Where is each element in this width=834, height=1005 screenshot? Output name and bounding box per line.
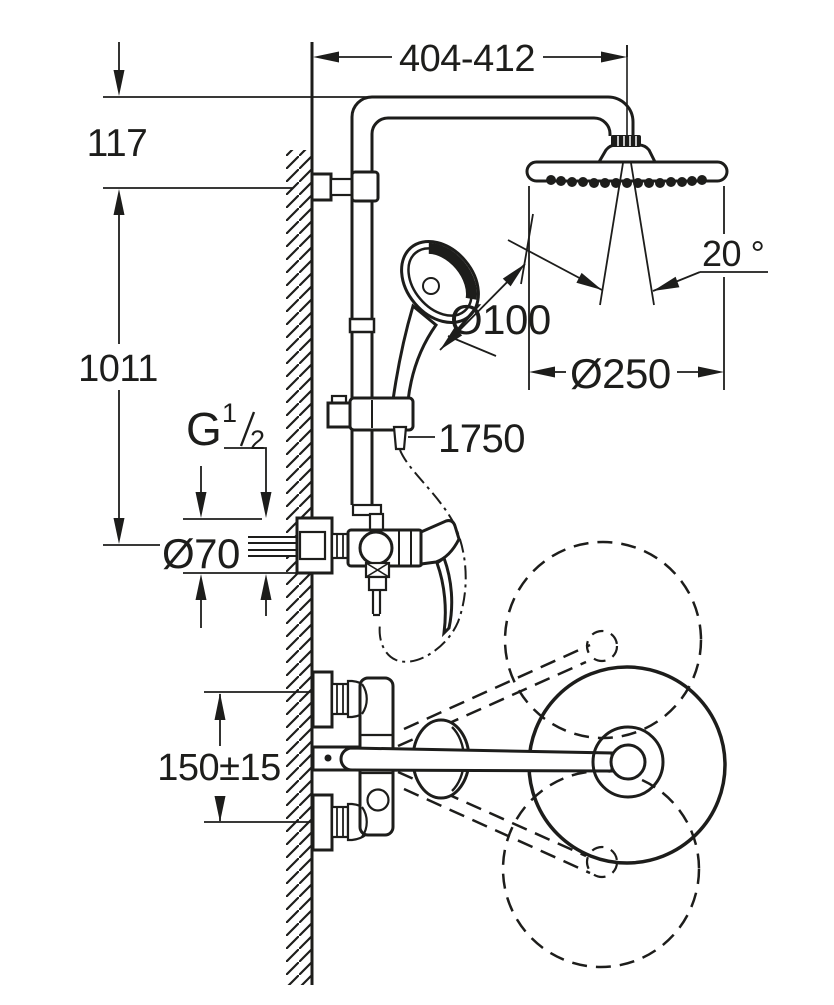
arm-joint-plan	[609, 743, 647, 781]
supply-connection	[248, 516, 350, 575]
hand-shower-handle	[391, 303, 439, 403]
cartridge-cap	[366, 788, 390, 812]
outlet-dot	[324, 754, 332, 762]
dim-head-offset-label: 117	[87, 122, 148, 165]
swivel-position-upper	[503, 540, 703, 740]
hex-nut	[330, 532, 350, 560]
arrow-up	[113, 189, 125, 215]
dim-head-offset: 117	[87, 42, 410, 215]
dim-escutcheon-label: Ø70	[162, 530, 240, 577]
hose-outlet	[364, 561, 391, 617]
riser-coupling	[348, 317, 376, 334]
union-nut	[298, 530, 327, 561]
hand-shower	[391, 240, 480, 403]
dim-arm-reach-label: 404-412	[399, 38, 535, 80]
thread-letter: G	[186, 403, 221, 455]
hose-length-callout: 1750	[408, 417, 525, 461]
shower-arm-plan	[339, 746, 614, 773]
arrow-down	[113, 518, 125, 544]
valve-side-view	[346, 503, 461, 638]
cone-base-plan	[591, 725, 665, 799]
dim-connection-distance: 150±15	[157, 691, 311, 823]
union-dome-lower	[361, 806, 368, 838]
spray-angle-label: 20 °	[702, 233, 764, 274]
hose-length-label: 1750	[438, 417, 525, 461]
thread-callout: G 1 2	[186, 398, 272, 518]
swivel-position-lower	[501, 769, 701, 969]
nut-ribs	[617, 136, 637, 146]
arrow-lower	[440, 327, 463, 350]
dim-head-diameter: Ø250	[528, 186, 725, 397]
spray-face-band	[428, 242, 477, 300]
slider-knob	[326, 401, 352, 429]
dim-head-diameter-label: Ø250	[570, 350, 671, 397]
spray-angle-callout: 20 °	[507, 233, 768, 292]
spray-nozzles	[546, 175, 707, 188]
head-shower	[525, 45, 729, 306]
thread-denominator: 2	[250, 425, 265, 455]
arrow-left	[313, 51, 339, 63]
valve-plan-view	[311, 540, 727, 969]
arrow-left-spray	[576, 272, 602, 290]
thread-numerator: 1	[222, 398, 237, 428]
dim-hand-diameter: Ø100	[439, 213, 551, 357]
arrow-thread	[260, 492, 272, 518]
arrow-right	[601, 51, 627, 63]
diverter-ball	[358, 530, 394, 566]
arrow-left	[529, 366, 555, 378]
riser-base-collar	[351, 503, 383, 517]
head-detail-ring	[422, 277, 440, 295]
arrow-down	[113, 70, 125, 96]
arm-inner-line	[370, 116, 612, 505]
bracket-clamp	[350, 170, 380, 203]
wall-section	[286, 42, 314, 985]
riser-and-arm	[348, 95, 635, 505]
dim-connection-distance-label: 150±15	[157, 747, 281, 789]
slider-body	[348, 396, 415, 432]
dim-riser-height: 1011	[78, 215, 160, 546]
swivel-connector-upper	[585, 629, 619, 663]
arm-outer-line	[350, 95, 635, 505]
lever-handle-base	[419, 519, 461, 566]
arrow-right-spray	[653, 276, 680, 291]
bracket-flange	[310, 172, 333, 202]
dim-riser-height-label: 1011	[78, 348, 158, 390]
wall-bracket	[310, 170, 380, 203]
bracket-arm	[329, 177, 354, 197]
dim-hand-diameter-label: Ø100	[450, 296, 551, 343]
union-dome-upper	[361, 683, 368, 715]
arrow-upper	[502, 264, 525, 287]
spray-angle-lines	[599, 162, 655, 306]
dim-escutcheon-diameter: Ø70	[162, 466, 296, 628]
dim-arm-reach: 404-412	[313, 38, 628, 80]
plan-connections	[311, 670, 374, 852]
lever-handle-blade	[435, 555, 454, 638]
shower-hose-path	[378, 449, 467, 663]
arrow-right	[698, 366, 724, 378]
slider-holder	[326, 394, 415, 451]
hose-nipple	[392, 425, 408, 451]
head-cone	[596, 143, 658, 164]
